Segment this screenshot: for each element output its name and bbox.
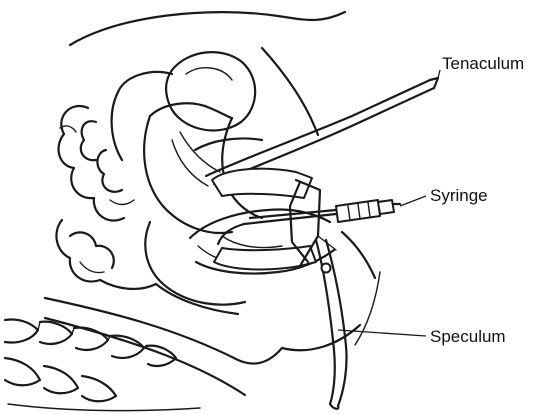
syringe-label: Syringe [430, 186, 488, 205]
speculum-instrument [212, 169, 347, 409]
spine-vertebrae [5, 319, 176, 401]
syringe-instrument [218, 200, 400, 244]
syringe-leader [400, 196, 426, 206]
intestines [56, 106, 156, 289]
speculum-label: Speculum [430, 327, 506, 346]
tenaculum-leader [438, 70, 440, 78]
bladder [118, 52, 255, 130]
tenaculum-label: Tenaculum [442, 54, 524, 73]
